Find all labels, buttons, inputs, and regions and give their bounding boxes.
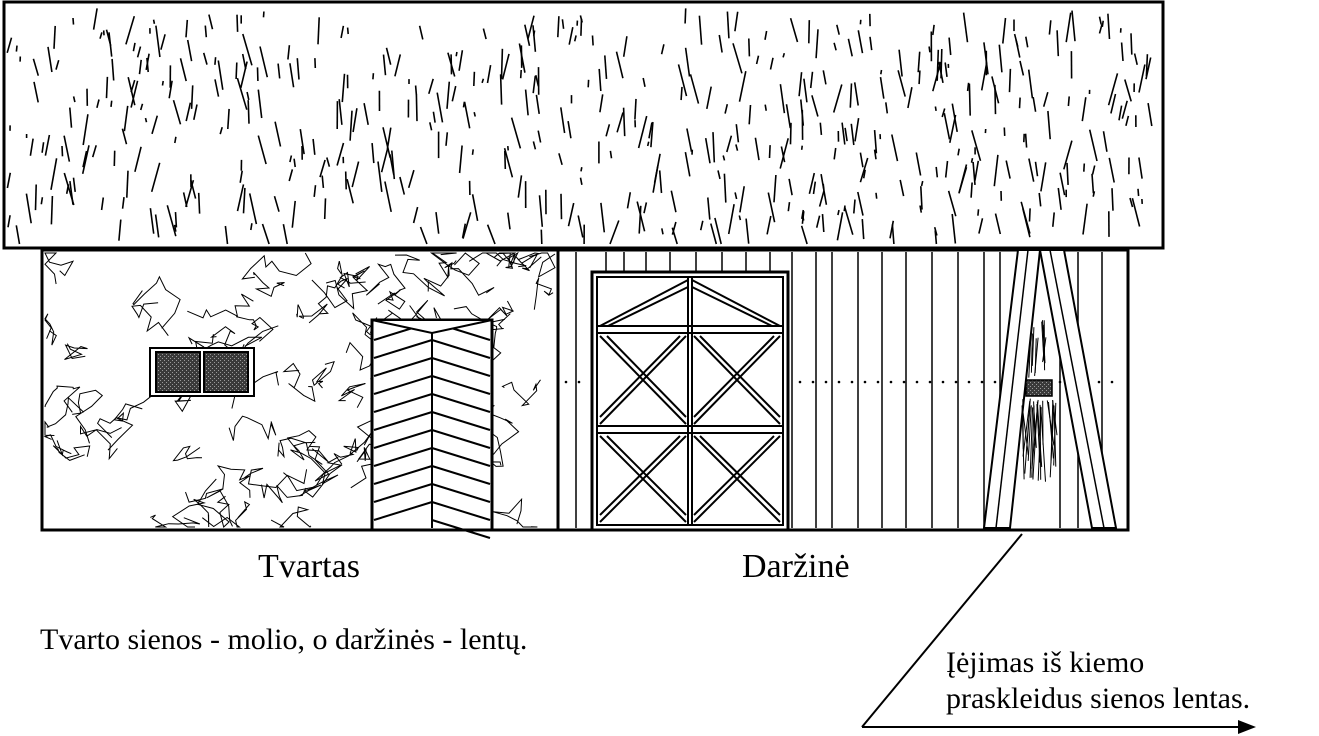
shed-label: Daržinė [742,548,850,585]
barn-window [149,347,255,397]
entrance-note-line-1: Įėjimas iš kiemo [946,646,1145,679]
entrance-pointer-arrow [861,533,1256,734]
spread-plank-entrance [982,249,1118,529]
hay-strands [1021,320,1058,482]
barn-herringbone-door [370,318,494,539]
entrance-note: Įėjimas iš kiemo praskleidus sienos lent… [946,645,1250,717]
caption: Tvarto sienos - molio, o daržinės - lent… [40,623,528,656]
entrance-note-line-2: praskleidus sienos lentas. [946,682,1251,715]
shed-lattice-door [590,270,790,532]
barn-label: Tvartas [258,548,360,585]
thatched-roof [2,0,1165,250]
roof-thatch-texture [6,8,1153,245]
